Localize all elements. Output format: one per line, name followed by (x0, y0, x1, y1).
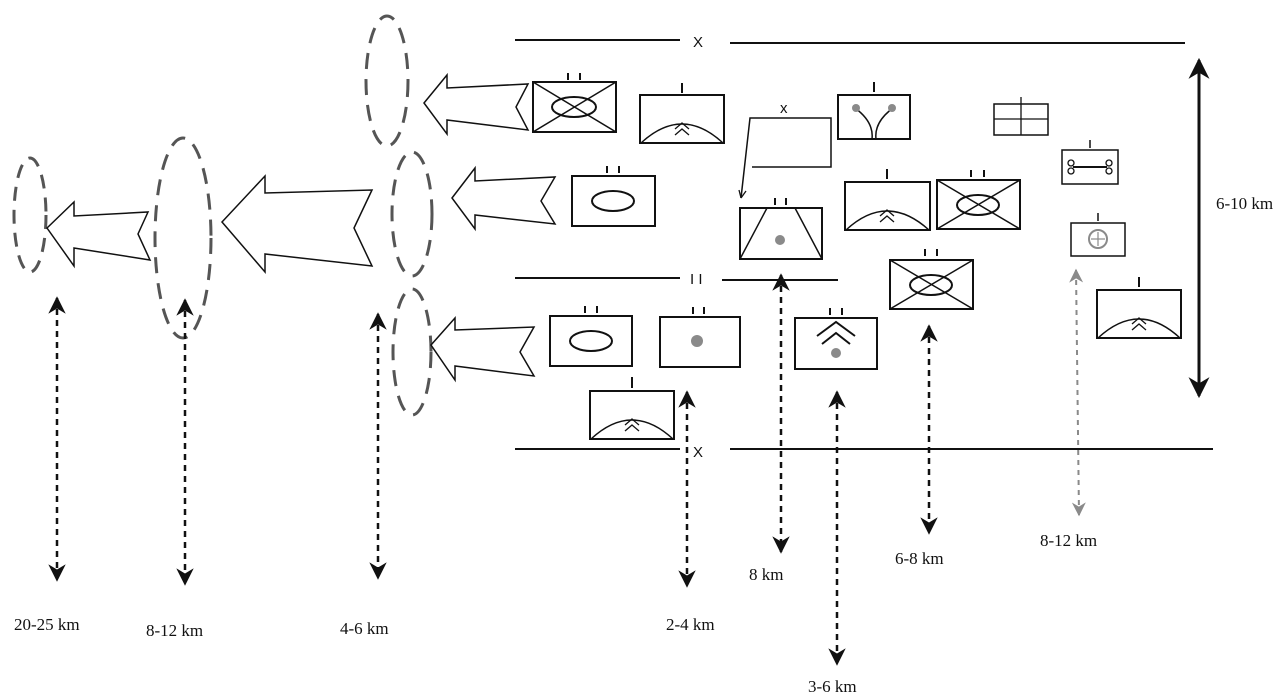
brigade-boundary-bottom: X (515, 444, 1213, 461)
armored-company-symbol-lower (889, 249, 974, 310)
artillery-battery-symbol-top (639, 83, 725, 144)
engineer-unit-symbol (837, 82, 911, 140)
armored-company-symbol-middle (936, 170, 1021, 230)
label-20-25-km: 20-25 km (14, 615, 80, 634)
movement-arrow-bottom (430, 316, 536, 383)
battalion-boundary-mark: I I (690, 271, 703, 288)
brigade-boundary-top-mark: X (693, 34, 703, 51)
label-8-12-km-left: 8-12 km (146, 621, 203, 640)
tank-company-symbol-bottom (549, 306, 633, 367)
label-8-12-km-right: 8-12 km (1040, 531, 1097, 550)
brigade-boundary-bottom-mark: X (693, 444, 703, 461)
armored-company-symbol-top (532, 73, 617, 133)
supply-point-symbol (993, 97, 1049, 136)
security-zone-ellipse-bottom (391, 287, 433, 417)
security-zone-ellipse-far (12, 156, 48, 274)
recon-observation-symbol (739, 198, 823, 260)
distance-arrow-8-12-right (1069, 268, 1086, 517)
label-3-6-km: 3-6 km (808, 677, 857, 696)
brigade-hq-flag: x (738, 100, 832, 199)
movement-arrow-far (46, 200, 152, 269)
label-4-6-km: 4-6 km (340, 619, 389, 638)
artillery-battery-symbol-bottom (589, 377, 675, 440)
security-zone-ellipse-mid (153, 136, 213, 340)
medical-unit-symbol (1070, 213, 1126, 257)
air-defense-unit-symbol (794, 308, 878, 370)
security-zone-ellipse-center (390, 150, 434, 278)
label-6-10-km: 6-10 km (1216, 194, 1273, 213)
movement-arrow-top (423, 72, 530, 137)
security-zone-ellipse-top (364, 14, 410, 148)
movement-arrow-large (220, 174, 374, 275)
tank-company-symbol-center (571, 166, 656, 227)
label-8-km: 8 km (749, 565, 783, 584)
maintenance-unit-symbol (1061, 140, 1119, 185)
movement-arrow-center (451, 165, 557, 232)
label-6-8-km: 6-8 km (895, 549, 944, 568)
battalion-boundary: I I (515, 271, 838, 288)
artillery-battery-symbol-right (1096, 277, 1182, 339)
artillery-battery-symbol-middle (844, 169, 931, 231)
mortar-unit-symbol (659, 307, 741, 368)
svg-text:x: x (780, 100, 788, 117)
brigade-boundary-top: X (515, 34, 1185, 51)
label-2-4-km: 2-4 km (666, 615, 715, 634)
